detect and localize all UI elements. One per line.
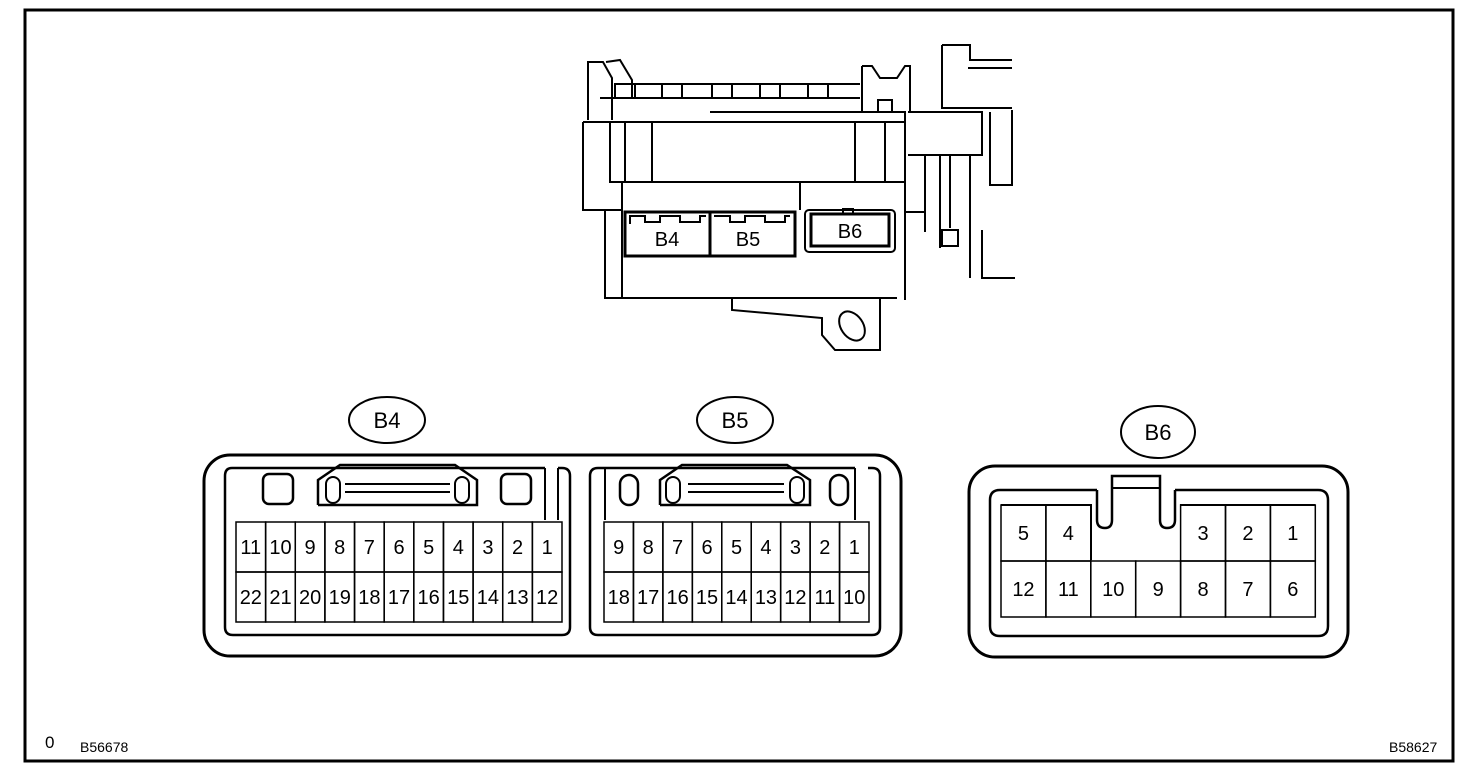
b6-pin-6-cell	[1269, 560, 1317, 618]
b5-pin-10-cell	[838, 571, 870, 623]
b6-pin-5: 5	[1018, 523, 1029, 545]
b4-pin-3: 3	[482, 537, 493, 559]
b6-pin-10: 10	[1102, 579, 1124, 601]
b6-pin-4: 4	[1063, 523, 1074, 545]
b5-pin-8: 8	[643, 537, 654, 559]
b5-callout-label: B5	[722, 408, 749, 433]
b4-callout-label: B4	[374, 408, 401, 433]
b6-pin-6: 6	[1287, 579, 1298, 601]
b6-pin-11: 11	[1058, 579, 1079, 601]
b6-pin-12: 12	[1012, 579, 1034, 601]
b4-b5-connector-outline	[202, 453, 903, 658]
b5-pin-2: 2	[819, 537, 830, 559]
b4-pin-10: 10	[269, 537, 291, 559]
b5-pin-7: 7	[672, 537, 683, 559]
b4-pin-15: 15	[447, 587, 469, 609]
housing-label-b4: B4	[655, 229, 679, 251]
b5-pin-6: 6	[701, 537, 712, 559]
b6-callout-label: B6	[1145, 420, 1172, 445]
b5-pin-3: 3	[790, 537, 801, 559]
b5-pin-1: 1	[849, 537, 860, 559]
b4-pin-5: 5	[423, 537, 434, 559]
b6-callout: B6	[1120, 405, 1196, 459]
b5-pin-17: 17	[637, 587, 659, 609]
b6-pin-9: 9	[1153, 579, 1164, 601]
b4-pin-22: 22	[240, 587, 262, 609]
b4-pin-12-cell	[531, 571, 563, 623]
b4-pin-21: 21	[269, 587, 291, 609]
b4-pin-6: 6	[393, 537, 404, 559]
b5-callout: B5	[696, 396, 774, 444]
b6-pin-grid: 5 4 3 2 1 12 11 10 9 8 7 6	[1000, 504, 1317, 618]
b5-pin-13: 13	[755, 587, 777, 609]
b5-pin-15: 15	[696, 587, 718, 609]
junction-housing	[582, 44, 1015, 351]
b5-pin-5: 5	[731, 537, 742, 559]
b5-pin-12: 12	[784, 587, 806, 609]
b5-pin-10: 10	[843, 587, 865, 609]
b4-pin-1: 1	[542, 537, 553, 559]
b4-pin-18: 18	[358, 587, 380, 609]
b6-pin-2: 2	[1242, 523, 1253, 545]
b4-pin-13: 13	[506, 587, 528, 609]
b4-pin-12: 12	[536, 587, 558, 609]
b5-pin-14: 14	[725, 587, 747, 609]
b6-pin-1: 1	[1287, 523, 1298, 545]
b4-pin-4: 4	[453, 537, 464, 559]
b5-pin-4: 4	[760, 537, 771, 559]
b5-pin-18: 18	[608, 587, 630, 609]
housing-label-b6: B6	[838, 221, 862, 243]
b6-pin-3: 3	[1197, 523, 1208, 545]
b4-callout: B4	[348, 396, 426, 444]
b5-pin-11: 11	[814, 587, 835, 609]
footer-left-code: B56678	[80, 739, 129, 755]
b4-pin-7: 7	[364, 537, 375, 559]
housing-b6-socket	[804, 208, 896, 253]
b5-pin-16: 16	[666, 587, 688, 609]
b4-pin-14: 14	[477, 587, 499, 609]
figure-frame	[23, 8, 1455, 763]
b6-pin-7: 7	[1242, 579, 1253, 601]
b4-pin-8: 8	[334, 537, 345, 559]
b4-pin-20: 20	[299, 587, 321, 609]
footer-right-code: B58627	[1389, 739, 1438, 755]
b4-pin-17: 17	[388, 587, 410, 609]
footer-marker: 0	[45, 733, 55, 752]
b4-pin-19: 19	[329, 587, 351, 609]
b4-pin-9: 9	[305, 537, 316, 559]
b6-pin-8: 8	[1197, 579, 1208, 601]
b4-pin-16: 16	[418, 587, 440, 609]
housing-b4-b5-socket	[623, 210, 797, 258]
b4-pin-2: 2	[512, 537, 523, 559]
b5-pin-9: 9	[613, 537, 624, 559]
housing-label-b5: B5	[736, 229, 760, 251]
b4-pin-11: 11	[240, 537, 261, 559]
